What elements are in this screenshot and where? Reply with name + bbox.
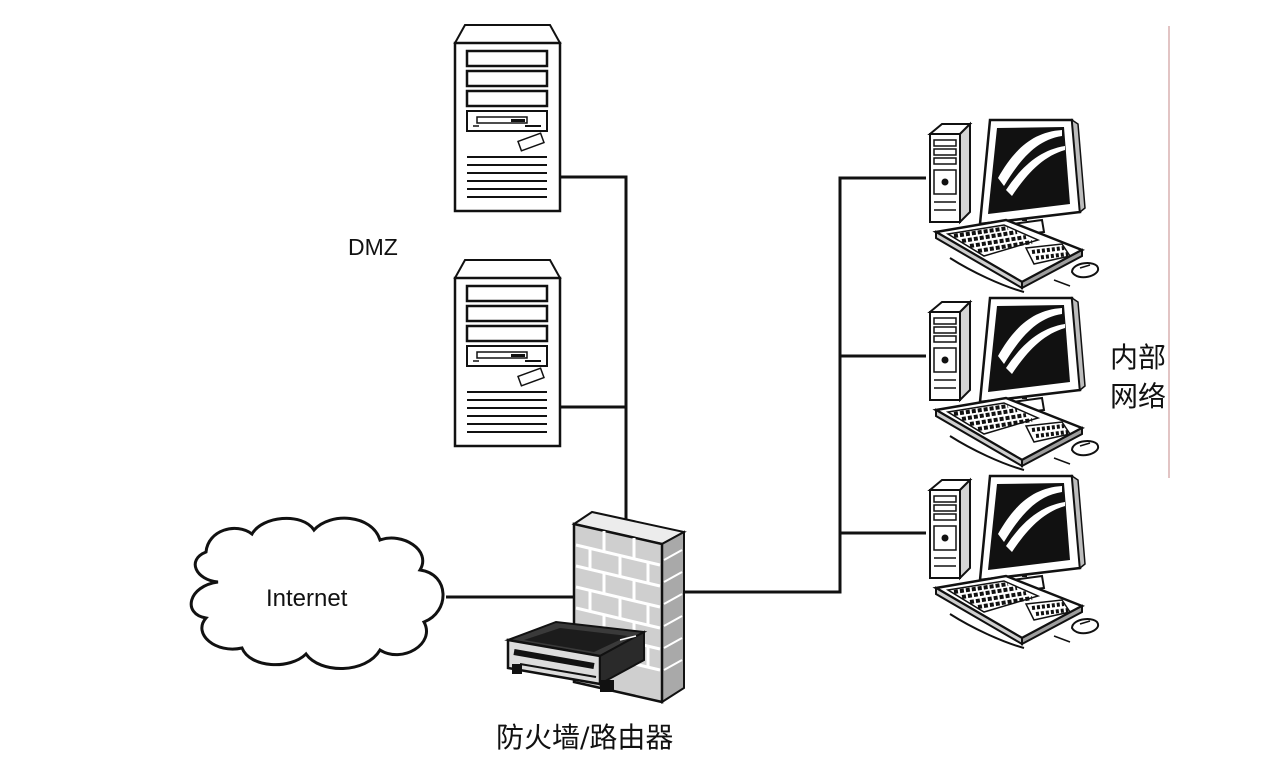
internal-network-label-line2: 网络 xyxy=(1110,380,1167,413)
internal-network-link xyxy=(684,176,926,594)
workstation-icon xyxy=(928,474,1101,650)
workstation-icon xyxy=(928,118,1101,294)
server-icon xyxy=(453,23,562,213)
internet-label: Internet xyxy=(266,585,348,612)
dmz-server-1-link xyxy=(553,175,628,520)
workstation-icon xyxy=(928,296,1101,472)
internal-network-label-line1: 内部 xyxy=(1110,341,1167,374)
cloud-icon xyxy=(189,516,445,670)
firewall-router-label: 防火墙/路由器 xyxy=(496,721,674,754)
dmz-label: DMZ xyxy=(348,234,398,260)
connection-lines xyxy=(446,175,926,599)
router-icon xyxy=(504,620,648,692)
server-icon xyxy=(453,258,562,448)
